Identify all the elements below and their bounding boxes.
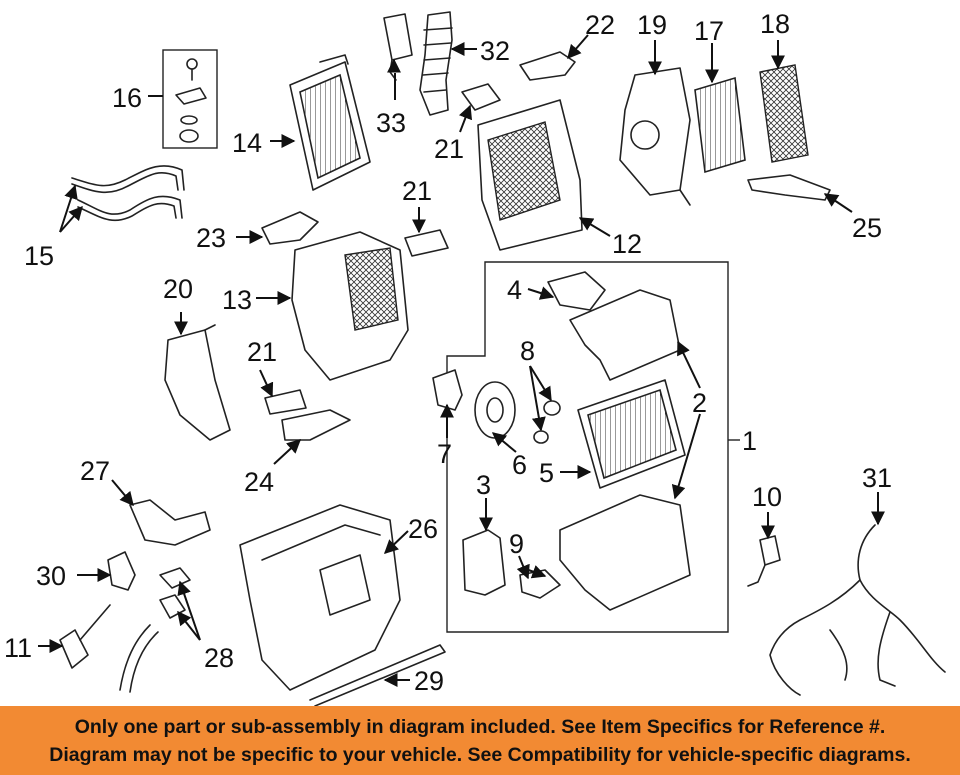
callout-11: 11 bbox=[4, 633, 32, 663]
part-29-seal-strip bbox=[309, 644, 446, 706]
part-3-module bbox=[462, 529, 506, 596]
callout-24: 24 bbox=[244, 467, 274, 497]
callout-21-lower: 21 bbox=[247, 337, 277, 367]
part-30-cover bbox=[107, 551, 136, 591]
part-5-evaporator bbox=[577, 379, 686, 489]
part-25-bracket bbox=[747, 174, 831, 201]
part-32-duct-boot bbox=[419, 11, 453, 116]
part-27-bracket bbox=[129, 499, 211, 546]
callout-3: 3 bbox=[476, 470, 491, 500]
callout-23: 23 bbox=[196, 223, 226, 253]
parts-diagram: 16 14 15 23 13 20 21 24 33 32 21 21 22 1… bbox=[4, 9, 946, 706]
callout-18: 18 bbox=[760, 9, 790, 39]
callout-12: 12 bbox=[612, 229, 642, 259]
callout-20: 20 bbox=[163, 274, 193, 304]
callout-26: 26 bbox=[408, 514, 438, 544]
part-2-case-upper bbox=[569, 289, 681, 381]
callout-31: 31 bbox=[862, 463, 892, 493]
part-26-housing bbox=[239, 504, 401, 691]
callout-28: 28 bbox=[204, 643, 234, 673]
callout-21-top: 21 bbox=[434, 134, 464, 164]
callout-9: 9 bbox=[509, 529, 524, 559]
callout-25: 25 bbox=[852, 213, 882, 243]
part-14-heater-core bbox=[289, 54, 371, 191]
disclaimer-banner: Only one part or sub-assembly in diagram… bbox=[0, 706, 960, 775]
callout-5: 5 bbox=[539, 458, 554, 488]
part-6-blower bbox=[474, 381, 516, 439]
part-16-hardware-set bbox=[162, 49, 218, 149]
part-21-actuator-middle bbox=[404, 229, 449, 257]
assembly-frame-1 bbox=[446, 261, 740, 633]
disclaimer-line-1: Only one part or sub-assembly in diagram… bbox=[74, 715, 886, 738]
callout-21-middle: 21 bbox=[402, 176, 432, 206]
part-4-bracket bbox=[547, 271, 606, 311]
part-22-bracket bbox=[519, 51, 576, 81]
part-18-filter bbox=[759, 64, 809, 163]
callout-6: 6 bbox=[512, 450, 527, 480]
callout-8: 8 bbox=[520, 336, 535, 366]
callout-labels: 16 14 15 23 13 20 21 24 33 32 21 21 22 1… bbox=[4, 9, 892, 696]
callout-2: 2 bbox=[692, 388, 707, 418]
part-11-connector bbox=[59, 604, 111, 669]
callout-1: 1 bbox=[742, 426, 757, 456]
part-17-filter bbox=[694, 76, 746, 174]
callout-14: 14 bbox=[232, 128, 262, 158]
callout-4: 4 bbox=[507, 275, 522, 305]
callout-32: 32 bbox=[480, 36, 510, 66]
part-19-door-assembly bbox=[619, 67, 691, 206]
callout-16: 16 bbox=[112, 83, 142, 113]
callout-22: 22 bbox=[585, 10, 615, 40]
part-21-actuator-lower bbox=[264, 389, 307, 415]
callout-19: 19 bbox=[637, 10, 667, 40]
callout-33: 33 bbox=[376, 108, 406, 138]
callout-7: 7 bbox=[437, 439, 452, 469]
part-13-case bbox=[291, 231, 409, 381]
part-20-duct bbox=[164, 324, 231, 441]
part-23-bracket bbox=[261, 211, 319, 245]
callout-17: 17 bbox=[694, 16, 724, 46]
disclaimer-line-2: Diagram may not be specific to your vehi… bbox=[49, 743, 911, 766]
part-21-actuator-top bbox=[461, 83, 501, 111]
callout-29: 29 bbox=[414, 666, 444, 696]
part-31-wiring-harness bbox=[769, 524, 946, 696]
part-10-sensor bbox=[747, 535, 781, 587]
part-2-case-lower bbox=[559, 494, 691, 611]
callout-15: 15 bbox=[24, 241, 54, 271]
part-33-connector bbox=[383, 13, 413, 81]
callout-10: 10 bbox=[752, 482, 782, 512]
part-7-motor bbox=[432, 369, 463, 411]
callout-30: 30 bbox=[36, 561, 66, 591]
callout-13: 13 bbox=[222, 285, 252, 315]
part-12-case bbox=[477, 99, 583, 251]
leader-lines bbox=[38, 34, 885, 687]
part-28-hose-clips bbox=[119, 567, 191, 693]
callout-27: 27 bbox=[80, 456, 110, 486]
part-24-bracket bbox=[281, 409, 351, 441]
part-15-hoses bbox=[71, 165, 185, 222]
